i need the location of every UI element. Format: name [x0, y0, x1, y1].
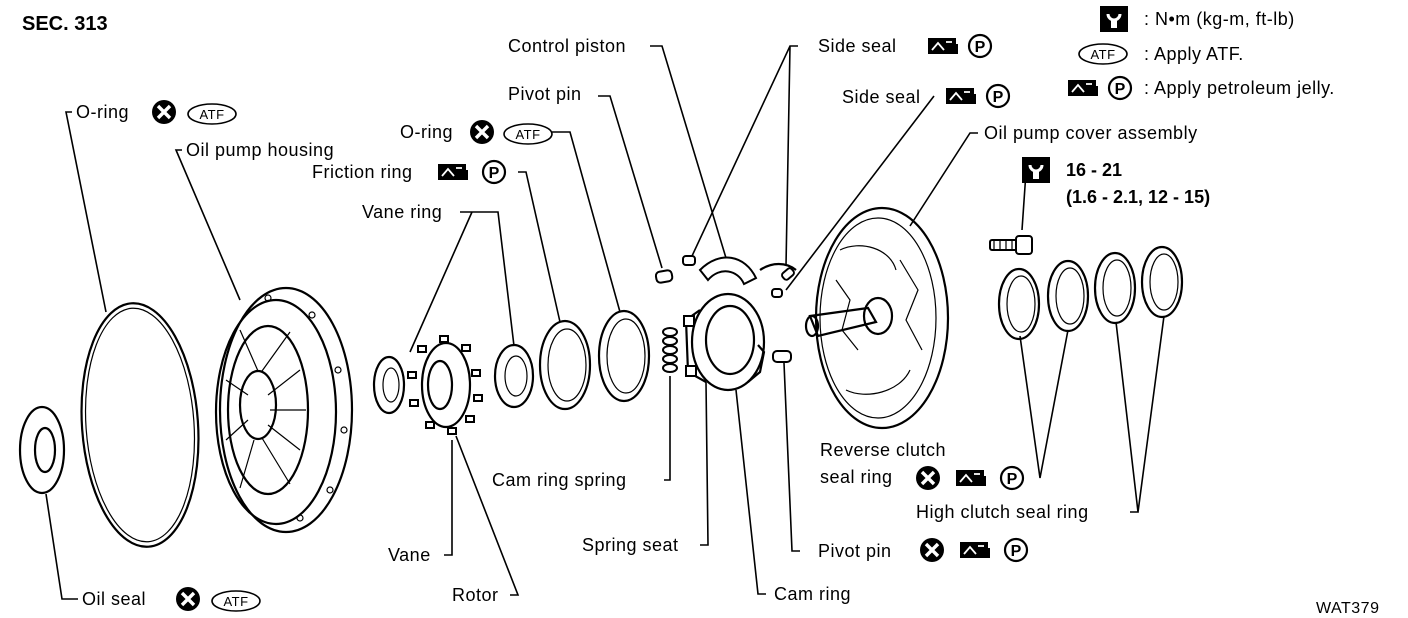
legend-torque-text: : N•m (kg-m, ft-lb) [1144, 9, 1295, 29]
p-icon: P [985, 83, 1011, 109]
o-ring-mid-part [597, 309, 651, 403]
x-circle-icon [918, 536, 946, 564]
seal-rings-right-parts [997, 245, 1184, 341]
label-spring-seat: Spring seat [582, 535, 679, 555]
petroleum-jelly-icon [1067, 79, 1099, 97]
label-cam-ring-spring: Cam ring spring [492, 470, 627, 490]
label-oil-seal: Oil seal [82, 589, 146, 609]
jelly-icon [959, 541, 991, 559]
torque-wrench-icon [1022, 157, 1050, 183]
label-oil-pump-housing: Oil pump housing [186, 140, 334, 160]
p-text: P [993, 89, 1004, 106]
cam-ring-spring-part [662, 327, 678, 373]
vane-ring-right-part [493, 343, 535, 409]
section-title: SEC. 313 [22, 13, 108, 35]
control-piston-part [682, 255, 758, 286]
torque-sub-value: (1.6 - 2.1, 12 - 15) [1066, 187, 1210, 207]
p-icon: P [999, 465, 1025, 491]
atf-icon: ATF [211, 590, 261, 612]
label-side-seal-1: Side seal [818, 36, 897, 56]
leader-lines [45, 45, 1165, 600]
oil-seal-part [18, 405, 66, 495]
label-o-ring-mid: O-ring [400, 122, 453, 142]
pivot-pin-top-part [654, 269, 674, 284]
jelly-icon [945, 87, 977, 105]
p-badge-text: P [1115, 81, 1126, 98]
p-icon: P [967, 33, 993, 59]
legend: : N•m (kg-m, ft-lb) ATF : Apply ATF. P :… [1067, 6, 1335, 101]
atf-icon: ATF [1078, 43, 1128, 65]
p-text: P [489, 165, 500, 182]
label-side-seal-2: Side seal [842, 87, 921, 107]
label-vane: Vane [388, 545, 431, 565]
atf-icon: ATF [503, 123, 553, 145]
torque-wrench-icon [1100, 6, 1128, 32]
atf-text: ATF [515, 127, 540, 142]
vane-ring-left-part [372, 355, 406, 415]
oil-pump-cover-part [804, 206, 950, 430]
x-circle-icon [174, 585, 202, 613]
friction-ring-part [538, 319, 592, 411]
jelly-icon [955, 469, 987, 487]
label-vane-ring: Vane ring [362, 202, 442, 222]
torque-value: 16 - 21 [1066, 160, 1122, 180]
label-pivot-pin-bottom: Pivot pin [818, 541, 892, 561]
label-rotor: Rotor [452, 585, 499, 605]
label-high-clutch: High clutch seal ring [916, 502, 1089, 522]
p-text: P [1007, 471, 1018, 488]
label-reverse-clutch-2: seal ring [820, 467, 893, 487]
atf-text: ATF [199, 107, 224, 122]
atf-text: ATF [223, 594, 248, 609]
oil-pump-housing-part [214, 286, 354, 534]
label-oil-pump-cover: Oil pump cover assembly [984, 123, 1198, 143]
o-ring-large-part [80, 302, 200, 548]
atf-icon: ATF [187, 103, 237, 125]
side-seal-parts [759, 262, 797, 298]
cam-ring-part [683, 292, 766, 392]
label-pivot-pin-top: Pivot pin [508, 84, 582, 104]
label-friction-ring: Friction ring [312, 162, 413, 182]
jelly-icon [437, 163, 469, 181]
label-control-piston: Control piston [508, 36, 626, 56]
label-reverse-clutch-1: Reverse clutch [820, 440, 946, 460]
p-text: P [975, 39, 986, 56]
x-circle-icon [150, 98, 178, 126]
rotor-part [407, 335, 483, 435]
p-icon: P [481, 159, 507, 185]
p-circle-icon: P [1107, 75, 1133, 101]
p-icon: P [1003, 537, 1029, 563]
label-cam-ring: Cam ring [774, 584, 851, 604]
atf-badge-text: ATF [1090, 47, 1115, 62]
bolt-part [989, 235, 1033, 255]
label-o-ring-left: O-ring [76, 102, 129, 122]
x-circle-icon [914, 464, 942, 492]
figure-code: WAT379 [1316, 600, 1379, 617]
legend-jelly-text: : Apply petroleum jelly. [1144, 78, 1335, 98]
pivot-pin-bottom-part [772, 350, 792, 363]
jelly-icon [927, 37, 959, 55]
p-text: P [1011, 543, 1022, 560]
legend-atf-text: : Apply ATF. [1144, 44, 1244, 64]
x-circle-icon [468, 118, 496, 146]
